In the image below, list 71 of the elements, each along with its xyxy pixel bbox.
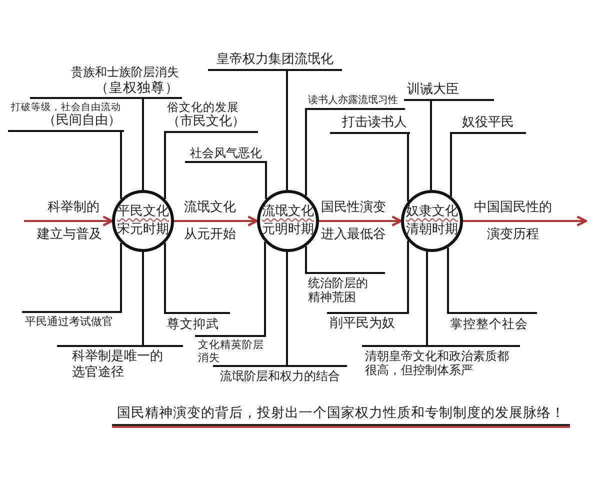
branch-text: 尊文抑武 [167, 316, 220, 331]
connector-line [286, 70, 288, 190]
branch-text: 削平民为奴 [330, 316, 396, 332]
branch-text: 科举制是唯一的选官途径 [72, 349, 164, 380]
fishbone-branch [450, 115, 526, 134]
fishbone-branch [330, 115, 410, 134]
fishbone-branch [164, 312, 230, 331]
branch-text: 掌控整个社会 [450, 316, 529, 331]
fishbone-branch [30, 65, 182, 99]
edge-label: 中国国民性的演变历程 [472, 199, 553, 244]
connector-line [120, 242, 122, 312]
period-dates: 元明时期 [262, 221, 314, 239]
period-title: 流氓文化 [262, 203, 314, 221]
connector-line [120, 131, 122, 200]
branch-text: 社会风气恶化 [189, 146, 263, 160]
arrow [174, 216, 258, 226]
branch-text: 打破等级，社会自由流动 [11, 102, 121, 114]
branch-text: 文化精英阶层消失 [198, 339, 265, 364]
edge-label: 流氓文化从元开始 [184, 199, 237, 244]
fishbone-branch [404, 82, 494, 101]
connector-line [407, 240, 409, 313]
branch-text: 平民通过考试做官 [25, 315, 114, 328]
summary-text: 国民精神演变的背后，投射出一个国家权力性质和专制制度的发展脉络！ [112, 403, 570, 428]
arrow [24, 216, 114, 226]
fishbone-branch [362, 345, 520, 378]
fishbone-branch [22, 311, 122, 328]
branch-note: （民间自由） [42, 113, 121, 129]
edge-label: 科举制的建立与普及 [37, 199, 103, 244]
branch-note: （皇权独尊） [94, 80, 179, 96]
fishbone-branch [8, 102, 124, 132]
branch-text: 统治阶层的精神荒困 [308, 276, 369, 305]
edge-label: 国民性演变进入最低谷 [321, 199, 387, 244]
arrow [319, 216, 402, 226]
branch-text: 打击读书人 [341, 115, 407, 131]
fishbone-branch [305, 272, 385, 306]
branch-text: 训诫大臣 [407, 82, 460, 98]
branch-text: 流氓阶层和权力的结合 [219, 369, 341, 384]
connector-line [142, 252, 144, 346]
fishbone-branch [208, 52, 342, 71]
connector-line [426, 252, 428, 346]
branch-note: （市民文化） [167, 114, 246, 130]
arrow [463, 216, 588, 226]
fishbone-branch [185, 146, 267, 163]
fishbone-branch [327, 312, 409, 332]
connector-line [164, 242, 166, 313]
connector-line [305, 109, 307, 196]
period-dates: 宋元时期 [117, 221, 169, 239]
branch-text: 奴役平民 [461, 115, 515, 131]
connector-line [286, 252, 288, 366]
fishbone-branch [447, 312, 537, 331]
fishbone-branch [213, 365, 347, 384]
branch-text: 皇帝权力集团流氓化 [216, 52, 334, 68]
connector-line [407, 133, 409, 202]
connector-line [430, 100, 432, 190]
connector-line [450, 133, 452, 196]
connector-line [447, 248, 449, 313]
period-title: 奴隶文化 [406, 203, 458, 221]
fishbone-branch [57, 345, 183, 380]
fishbone-branch [164, 100, 258, 133]
period-dates: 清朝时期 [406, 221, 458, 239]
connector-line [264, 242, 266, 336]
branch-text: 贵族和士族阶层消失 [70, 65, 179, 80]
branch-text: 读书人亦露流氓习性 [308, 95, 399, 107]
branch-text: 俗文化的发展 [167, 100, 240, 114]
branch-text: 清朝皇帝文化和政治素质都很高，但控制体系严 [365, 349, 510, 378]
connector-line [142, 98, 144, 190]
connector-line [164, 132, 166, 200]
period-title: 平民文化 [117, 203, 169, 221]
connector-line [265, 162, 267, 200]
connector-line [305, 246, 307, 273]
fishbone-branch [305, 95, 405, 110]
